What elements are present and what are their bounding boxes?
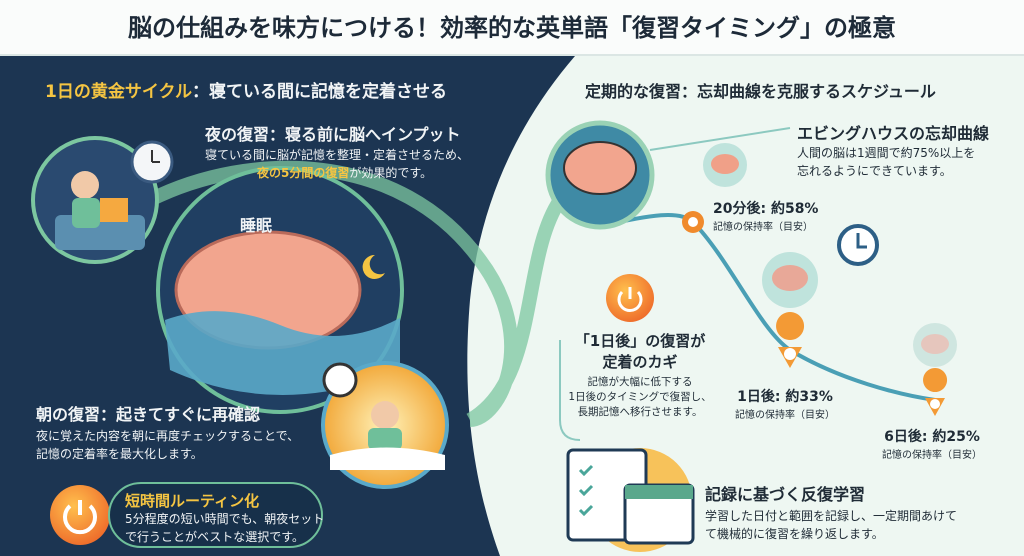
routine-body-line: で行うことがベストな選択です。 xyxy=(125,530,305,544)
morning-review-title: 朝の復習：起きてすぐに再確認 xyxy=(36,405,261,424)
night-reading-illustration xyxy=(31,136,174,264)
retention-sub: 記憶の保持率（目安） xyxy=(735,410,835,421)
record-title: 記録に基づく反復学習 xyxy=(705,485,866,504)
routine-card xyxy=(108,482,323,548)
retention-point-20min: 20分後: 約58% 記憶の保持率（目安） xyxy=(713,198,818,233)
night-review-title: 夜の復習：寝る前に脳へインプット xyxy=(205,125,461,144)
page-title: 脳の仕組みを味方につける！効率的な英単語「復習タイミング」の極意 xyxy=(0,0,1024,56)
sleep-brain-illustration xyxy=(156,166,404,414)
ebbinghaus-title: エビングハウスの忘却曲線 xyxy=(797,124,990,143)
cycle-heading-highlight: 1日の黄金サイクル xyxy=(45,82,192,102)
forgetting-curve xyxy=(604,212,936,402)
retention-label: 1日後: 約33% xyxy=(737,389,833,405)
night-body-line: 寝ている間に脳が記憶を整理・定着させるため、 xyxy=(205,148,470,162)
night-body-rest: が効果的です。 xyxy=(349,166,433,180)
morning-review-body: 夜に覚えた内容を朝に再度チェックすることで、 記憶の定着率を最大化します。 xyxy=(36,427,299,463)
ebbinghaus-body-line: 人間の脳は1週間で約75%以上を xyxy=(797,146,976,160)
retention-marker-icon xyxy=(682,211,948,416)
record-body-line: 学習した日付と範囲を記録し、一定期間あけて xyxy=(705,509,958,523)
key-review-block: 「1日後」の復習が 定着のカギ 記憶が大幅に低下する 1日後のタイミングで復習し… xyxy=(560,330,720,420)
routine-title: 短時間ルーティン化 xyxy=(125,492,260,510)
sleep-label: 睡眠 xyxy=(240,216,273,235)
night-review-body: 寝ている間に脳が記憶を整理・定着させるため、 夜の5分間の復習が効果的です。 xyxy=(205,146,469,182)
schedule-heading: 定期的な復習：忘却曲線を克服するスケジュール xyxy=(585,82,936,101)
big-brain-icon xyxy=(545,120,655,230)
key-title-line: 「1日後」の復習が xyxy=(574,332,706,350)
retention-sub: 記憶の保持率（目安） xyxy=(713,222,813,233)
routine-body-line: 5分程度の短い時間でも、朝夜セット xyxy=(125,512,325,526)
brain-bubble-icon xyxy=(703,143,957,367)
retention-sub: 記憶の保持率（目安） xyxy=(882,450,982,461)
retention-point-6day: 6日後: 約25% 記憶の保持率（目安） xyxy=(882,426,982,461)
key-body-line: 長期記憶へ移行させます。 xyxy=(577,406,703,418)
night-body-highlight: 夜の5分間の復習 xyxy=(257,166,350,180)
key-title-line: 定着のカギ xyxy=(602,353,678,371)
key-power-icon xyxy=(606,274,654,322)
morning-body-line: 記憶の定着率を最大化します。 xyxy=(36,447,203,461)
record-body-line: て機械的に復習を繰り返します。 xyxy=(705,527,884,541)
cycle-ribbon xyxy=(146,160,566,427)
cycle-heading-rest: ：寝ている間に記憶を定着させる xyxy=(191,82,447,102)
clock-icon xyxy=(837,224,879,266)
morning-wakeup-illustration xyxy=(321,361,449,489)
record-body: 学習した日付と範囲を記録し、一定期間あけて て機械的に復習を繰り返します。 xyxy=(705,507,957,543)
key-body-line: 1日後のタイミングで復習し、 xyxy=(568,391,712,403)
retention-point-1day: 1日後: 約33% 記憶の保持率（目安） xyxy=(735,386,835,421)
power-icon xyxy=(50,485,110,545)
retention-label: 20分後: 約58% xyxy=(713,201,819,217)
ebbinghaus-body-line: 忘れるようにできています。 xyxy=(797,164,952,178)
retention-label: 6日後: 約25% xyxy=(884,429,980,445)
checklist-calendar-icon xyxy=(566,448,695,552)
routine-body: 5分程度の短い時間でも、朝夜セット で行うことがベストな選択です。 xyxy=(125,510,324,546)
ebbinghaus-body: 人間の脳は1週間で約75%以上を 忘れるようにできています。 xyxy=(797,144,975,180)
morning-body-line: 夜に覚えた内容を朝に再度チェックすることで、 xyxy=(36,429,300,443)
cycle-heading: 1日の黄金サイクル：寝ている間に記憶を定着させる xyxy=(45,77,447,102)
key-body-line: 記憶が大幅に低下する xyxy=(587,376,693,388)
